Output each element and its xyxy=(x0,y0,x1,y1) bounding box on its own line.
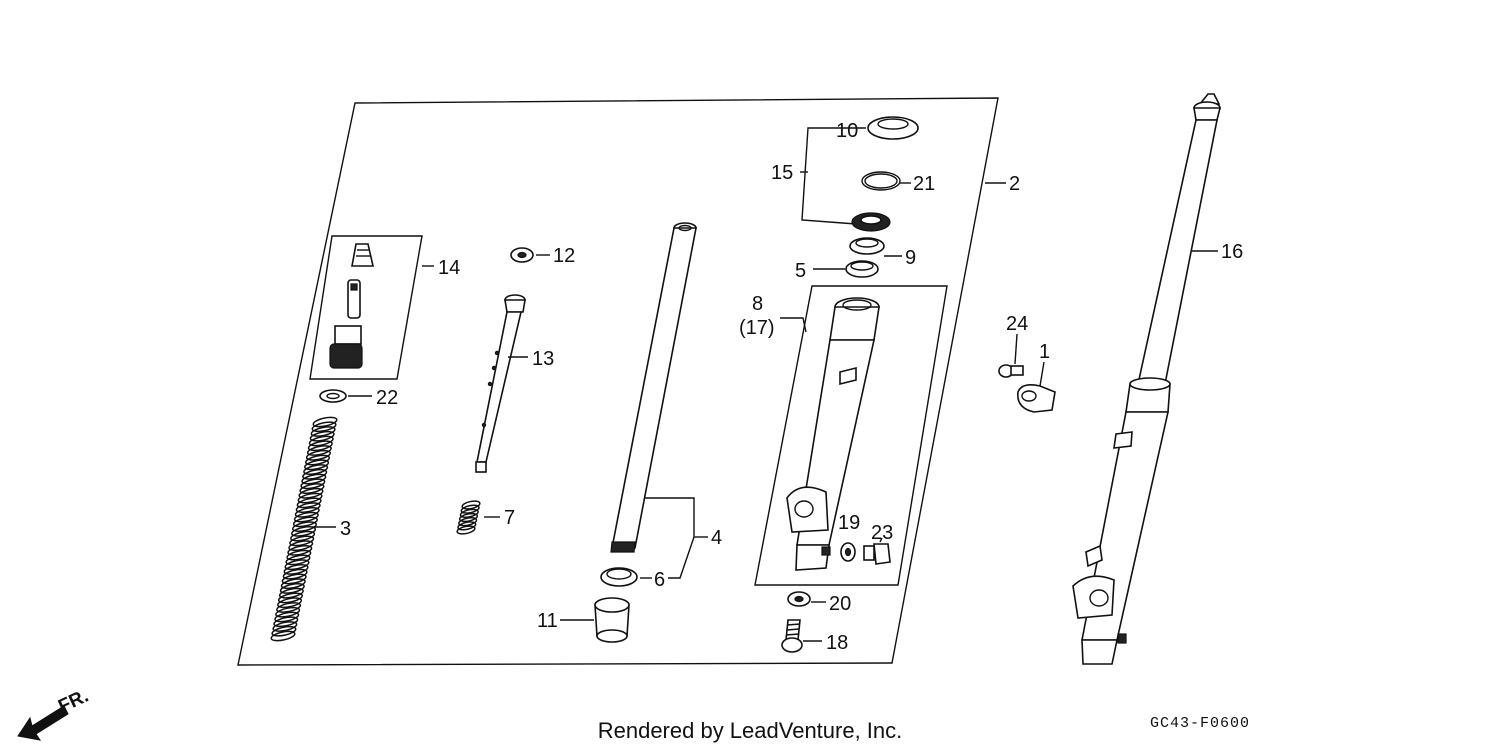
label-20: 20 xyxy=(829,593,851,615)
label-18: 18 xyxy=(826,632,848,654)
stopper-ring xyxy=(861,171,901,191)
valve-core xyxy=(347,279,361,319)
bolt-24 xyxy=(998,364,1024,378)
label-11: 11 xyxy=(537,610,558,632)
oil-seal xyxy=(851,212,891,232)
label-12: 12 xyxy=(553,245,575,267)
label-5: 5 xyxy=(795,260,806,282)
bolt-23 xyxy=(863,543,891,565)
label-8: 8 xyxy=(752,293,763,315)
label-13: 13 xyxy=(532,348,554,370)
label-16: 16 xyxy=(1221,241,1243,263)
inner-tube xyxy=(610,222,697,553)
back-up-ring xyxy=(849,237,885,255)
label-21: 21 xyxy=(913,173,935,195)
label-15: 15 xyxy=(771,162,793,184)
label-19: 19 xyxy=(838,512,860,534)
label-4: 4 xyxy=(711,527,722,549)
fork-slider xyxy=(786,297,880,571)
fork-assembly xyxy=(1072,93,1222,665)
group-box-14 xyxy=(309,235,423,380)
valve-cap xyxy=(351,243,375,267)
label-3: 3 xyxy=(340,518,351,540)
label-24: 24 xyxy=(1006,313,1028,335)
label-8-17: (17) xyxy=(739,317,775,339)
oil-lock-piece xyxy=(594,597,630,643)
dust-seal xyxy=(867,116,919,140)
group-box-8 xyxy=(754,285,948,586)
washer-20 xyxy=(787,591,811,607)
assembly-frame xyxy=(237,97,999,666)
label-9: 9 xyxy=(905,247,916,269)
socket-bolt-18 xyxy=(781,619,803,653)
label-22: 22 xyxy=(376,387,398,409)
washer-19 xyxy=(840,542,856,562)
label-1: 1 xyxy=(1039,341,1050,363)
label-2: 2 xyxy=(1009,173,1020,195)
nut-12 xyxy=(510,247,534,263)
label-10: 10 xyxy=(836,120,858,142)
label-23: 23 xyxy=(871,522,893,544)
rebound-spring xyxy=(456,500,481,535)
valve-body xyxy=(329,325,363,369)
slide-bushing xyxy=(600,567,638,587)
front-direction-arrow-icon xyxy=(17,705,69,741)
damper-rod xyxy=(475,294,526,473)
label-7: 7 xyxy=(504,507,515,529)
diagram-code: GC43-F0600 xyxy=(1150,715,1250,732)
footer-credit: Rendered by LeadVenture, Inc. xyxy=(598,718,903,743)
washer-22 xyxy=(319,389,347,403)
label-6: 6 xyxy=(654,569,665,591)
label-14: 14 xyxy=(438,257,460,279)
clamp-1 xyxy=(1017,384,1056,413)
fork-spring xyxy=(270,416,338,642)
guide-bushing xyxy=(845,260,879,278)
